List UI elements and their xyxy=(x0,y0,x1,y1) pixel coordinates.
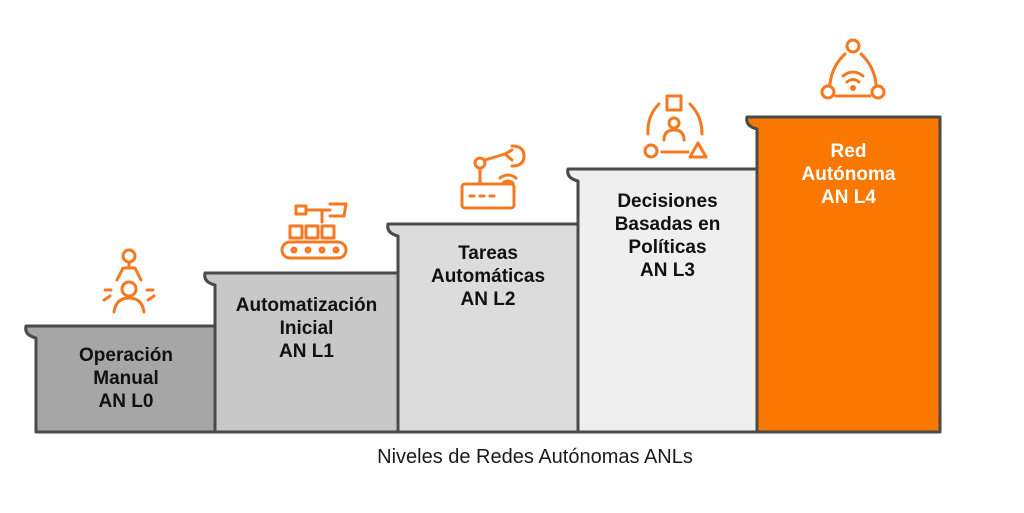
autonomous-network-icon xyxy=(820,38,886,100)
robot-conveyor-icon xyxy=(280,202,348,260)
step-l3 xyxy=(566,167,759,434)
step-l3-line-4: AN L3 xyxy=(640,260,695,281)
step-label-l4: Red Autónoma AN L4 xyxy=(757,140,940,209)
step-l0-line-2: Manual xyxy=(93,368,159,389)
policy-cycle-icon xyxy=(643,94,708,159)
step-l4-line-2: Autónoma xyxy=(801,164,896,185)
robot-arm-device-icon xyxy=(460,144,526,210)
step-label-l1: Automatización Inicial AN L1 xyxy=(215,294,398,363)
step-l3-line-3: Políticas xyxy=(628,237,707,258)
step-label-l3: Decisiones Basadas en Políticas AN L3 xyxy=(578,190,757,282)
step-l1-line-2: Inicial xyxy=(279,318,334,339)
step-l0-line-3: AN L0 xyxy=(98,391,154,412)
step-l3-line-2: Basadas en xyxy=(614,214,721,235)
step-l2-line-3: AN L2 xyxy=(460,289,516,310)
step-label-l2: Tareas Automáticas AN L2 xyxy=(398,242,578,311)
step-l0 xyxy=(24,324,217,434)
step-l2-line-2: Automáticas xyxy=(430,266,546,287)
step-l4-line-1: Red xyxy=(830,141,867,162)
step-l1-line-1: Automatización xyxy=(235,295,378,316)
step-l2 xyxy=(386,222,580,434)
step-l4 xyxy=(745,115,942,434)
step-l3-line-1: Decisiones xyxy=(617,191,718,212)
step-l1-line-3: AN L1 xyxy=(279,341,334,362)
step-l4-line-3: AN L4 xyxy=(821,187,876,208)
operator-icon xyxy=(102,248,156,314)
diagram-caption: Niveles de Redes Autónomas ANLs xyxy=(377,446,693,468)
step-l0-line-1: Operación xyxy=(79,345,173,366)
step-l1 xyxy=(203,271,400,434)
step-label-l0: Operación Manual AN L0 xyxy=(36,344,216,413)
step-l2-line-1: Tareas xyxy=(458,243,518,264)
